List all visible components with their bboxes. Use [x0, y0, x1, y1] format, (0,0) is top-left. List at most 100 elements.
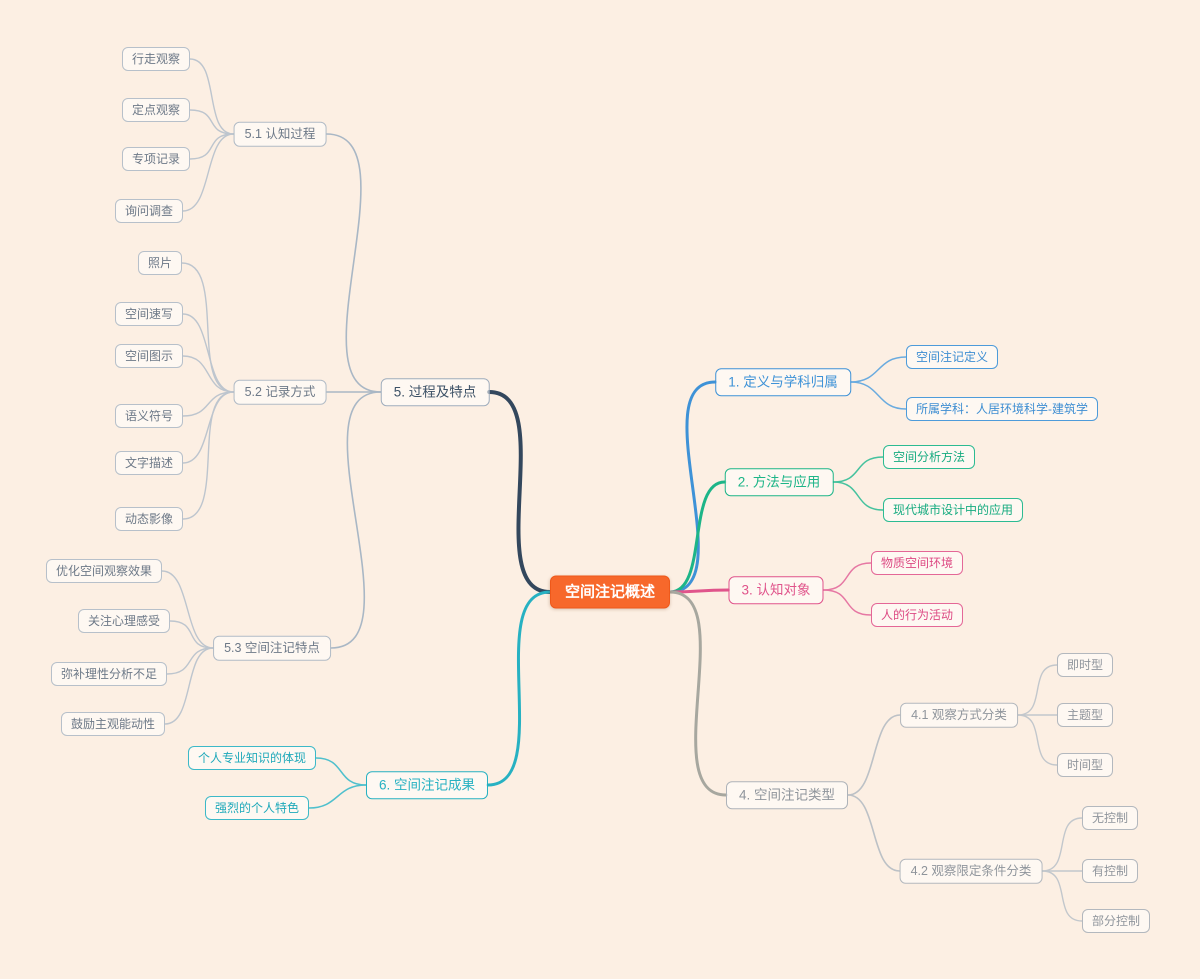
node-label: 定点观察: [131, 103, 181, 117]
mindmap-node-n42c[interactable]: 部分控制: [1081, 909, 1151, 933]
node-label: 照片: [147, 256, 173, 270]
node-label: 5.1 认知过程: [244, 126, 316, 141]
mindmap-node-n53a[interactable]: 优化空间观察效果: [45, 559, 163, 583]
mindmap-node-n52f[interactable]: 动态影像: [114, 507, 184, 531]
node-label: 空间图示: [124, 349, 174, 363]
edge-n42-to-n42a: [1041, 817, 1083, 872]
mindmap-node-n1b[interactable]: 所属学科：人居环境科学-建筑学: [906, 397, 1098, 421]
node-label: 个人专业知识的体现: [197, 751, 307, 765]
mindmap-node-n3[interactable]: 3. 认知对象: [728, 576, 824, 604]
mindmap-node-n3a[interactable]: 物质空间环境: [870, 551, 964, 575]
mindmap-node-n51a[interactable]: 行走观察: [121, 47, 191, 71]
edge-n2-to-n2a: [832, 456, 884, 483]
mindmap-node-n6a[interactable]: 个人专业知识的体现: [187, 746, 317, 770]
node-label: 4.1 观察方式分类: [911, 707, 1007, 722]
node-label: 有控制: [1091, 864, 1129, 878]
edge-n52-to-n52b: [182, 313, 235, 393]
edge-n41-to-n41a: [1017, 664, 1058, 716]
mindmap-node-n52d[interactable]: 语义符号: [114, 404, 184, 428]
edge-n51-to-n51a: [189, 58, 235, 135]
mindmap-node-n4[interactable]: 4. 空间注记类型: [725, 781, 849, 809]
edge-n1-to-n1b: [850, 381, 907, 410]
node-label: 5.3 空间注记特点: [224, 640, 320, 655]
node-label: 4. 空间注记类型: [738, 787, 836, 803]
edge-n51-to-n51b: [189, 109, 235, 135]
node-label: 专项记录: [131, 152, 181, 166]
mindmap-node-n6b[interactable]: 强烈的个人特色: [204, 796, 310, 820]
edge-n53-to-n53b: [169, 620, 214, 649]
mindmap-node-n3b[interactable]: 人的行为活动: [870, 603, 964, 627]
edge-n41-to-n41c: [1017, 714, 1058, 766]
mindmap-node-n52e[interactable]: 文字描述: [114, 451, 184, 475]
mindmap-node-n51d[interactable]: 询问调查: [114, 199, 184, 223]
mindmap-node-n41b[interactable]: 主题型: [1056, 703, 1114, 727]
edge-root-to-n1: [668, 380, 717, 594]
mindmap-node-n52a[interactable]: 照片: [137, 251, 183, 275]
node-label: 时间型: [1066, 758, 1104, 772]
edge-n6-to-n6b: [308, 784, 367, 809]
node-label: 强烈的个人特色: [214, 801, 300, 815]
node-label: 1. 定义与学科归属: [728, 374, 838, 390]
edge-n52-to-n52a: [181, 262, 235, 393]
mindmap-node-n2[interactable]: 2. 方法与应用: [724, 468, 834, 496]
edge-n4-to-n41: [847, 714, 901, 796]
mindmap-node-n51[interactable]: 5.1 认知过程: [233, 121, 327, 147]
edge-n53-to-n53c: [166, 647, 214, 675]
mindmap-node-n42b[interactable]: 有控制: [1081, 859, 1139, 883]
edge-root-to-n6: [486, 590, 552, 787]
node-label: 弥补理性分析不足: [60, 667, 158, 681]
node-label: 所属学科：人居环境科学-建筑学: [916, 402, 1088, 416]
edge-root-to-n2: [668, 480, 727, 594]
edge-n5-to-n53: [330, 391, 382, 649]
mindmap-node-n2a[interactable]: 空间分析方法: [882, 445, 976, 469]
edge-n51-to-n51d: [182, 133, 235, 212]
mindmap-node-n51b[interactable]: 定点观察: [121, 98, 191, 122]
node-label: 部分控制: [1091, 914, 1141, 928]
mindmap-node-n1[interactable]: 1. 定义与学科归属: [715, 368, 851, 396]
node-label: 行走观察: [131, 52, 181, 66]
edge-n3-to-n3b: [822, 589, 872, 616]
mindmap-node-n52[interactable]: 5.2 记录方式: [233, 379, 327, 405]
mindmap-node-n52c[interactable]: 空间图示: [114, 344, 184, 368]
mindmap-node-n53d[interactable]: 鼓励主观能动性: [60, 712, 166, 736]
mindmap-node-n42a[interactable]: 无控制: [1081, 806, 1139, 830]
node-label: 人的行为活动: [880, 608, 954, 622]
edge-n51-to-n51c: [189, 133, 235, 160]
node-label: 鼓励主观能动性: [70, 717, 156, 731]
mindmap-node-n2b[interactable]: 现代城市设计中的应用: [882, 498, 1024, 522]
node-label: 文字描述: [124, 456, 174, 470]
edge-n5-to-n51: [325, 133, 382, 393]
node-label: 空间速写: [124, 307, 174, 321]
node-label: 优化空间观察效果: [55, 564, 153, 578]
node-label: 5.2 记录方式: [244, 384, 316, 399]
node-label: 空间注记定义: [915, 350, 989, 364]
mindmap-node-n51c[interactable]: 专项记录: [121, 147, 191, 171]
edge-n52-to-n52c: [182, 355, 235, 393]
mindmap-node-n41c[interactable]: 时间型: [1056, 753, 1114, 777]
mindmap-node-n5[interactable]: 5. 过程及特点: [380, 378, 490, 406]
edge-root-to-n4: [668, 590, 728, 797]
mindmap-node-n41[interactable]: 4.1 观察方式分类: [900, 702, 1018, 728]
edge-n2-to-n2b: [832, 481, 884, 511]
mindmap-node-n6[interactable]: 6. 空间注记成果: [365, 771, 489, 799]
edge-root-to-n5: [487, 390, 552, 594]
mindmap-node-n53[interactable]: 5.3 空间注记特点: [213, 635, 331, 661]
mindmap-node-n1a[interactable]: 空间注记定义: [905, 345, 999, 369]
node-label: 动态影像: [124, 512, 174, 526]
mindmap-node-n53c[interactable]: 弥补理性分析不足: [50, 662, 168, 686]
node-label: 无控制: [1091, 811, 1129, 825]
edge-n3-to-n3a: [822, 562, 872, 591]
node-label: 3. 认知对象: [741, 582, 811, 598]
node-label: 主题型: [1066, 708, 1104, 722]
mindmap-node-root[interactable]: 空间注记概述: [549, 575, 671, 609]
mindmap-node-n42[interactable]: 4.2 观察限定条件分类: [899, 858, 1043, 884]
mindmap-node-n53b[interactable]: 关注心理感受: [77, 609, 171, 633]
mindmap-node-n41a[interactable]: 即时型: [1056, 653, 1114, 677]
edge-n52-to-n52f: [182, 391, 235, 520]
node-label: 现代城市设计中的应用: [892, 503, 1014, 517]
node-label: 空间分析方法: [892, 450, 966, 464]
node-label: 询问调查: [124, 204, 174, 218]
mindmap-node-n52b[interactable]: 空间速写: [114, 302, 184, 326]
